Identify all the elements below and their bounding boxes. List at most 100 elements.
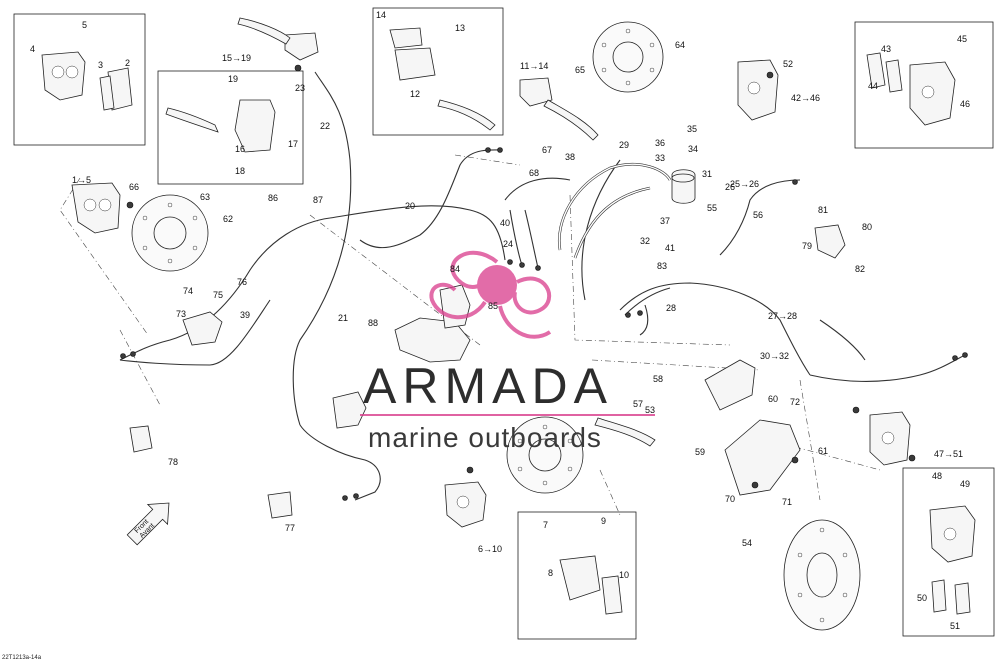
- callout-28: 28: [666, 303, 676, 313]
- callout-53: 53: [645, 405, 655, 415]
- callout-84: 84: [450, 264, 460, 274]
- bracket-73-left: [182, 311, 223, 346]
- components: [41, 17, 976, 615]
- callout-70: 70: [725, 494, 735, 504]
- callout-43: 43: [881, 44, 891, 54]
- callout-59: 59: [695, 447, 705, 457]
- callout-23: 23: [295, 83, 305, 93]
- reference-code: 22T1213a-14a: [2, 655, 42, 661]
- callout-40: 40: [500, 218, 510, 228]
- front-arrow-icon: [126, 502, 170, 546]
- callout-80: 80: [862, 222, 872, 232]
- callout-14: 14: [376, 10, 386, 20]
- callout-45: 45: [957, 34, 967, 44]
- callout-50: 50: [917, 593, 927, 603]
- callout-85: 85: [488, 301, 498, 311]
- callout-24: 24: [503, 239, 513, 249]
- disc-front-left: [131, 194, 209, 272]
- callout-81: 81: [818, 205, 828, 215]
- callout-29: 29: [619, 140, 629, 150]
- part-84: [439, 284, 471, 329]
- range-label-30-to-32: 30→32: [760, 351, 789, 361]
- callout-4: 4: [30, 44, 35, 54]
- lever-53: [594, 417, 656, 447]
- callout-16: 16: [235, 144, 245, 154]
- caliper-front-left: [71, 182, 121, 234]
- watermark: ARMADA marine outboards: [360, 250, 655, 453]
- caliper-detail-1: [41, 51, 86, 101]
- master-cylinder-detail: [234, 99, 276, 153]
- callout-60: 60: [768, 394, 778, 404]
- bracket-60-70: [724, 419, 801, 496]
- range-label-47-to-51: 47→51: [934, 449, 963, 459]
- bracket-73-center: [332, 391, 367, 429]
- callout-58: 58: [653, 374, 663, 384]
- callout-63: 63: [200, 192, 210, 202]
- front-arrow: Front Avant: [126, 502, 170, 546]
- disc-front-right: [506, 416, 584, 494]
- callout-61: 61: [818, 446, 828, 456]
- watermark-tagline: marine outboards: [368, 422, 602, 453]
- callout-26: 26: [725, 182, 735, 192]
- callout-8: 8: [548, 568, 553, 578]
- callout-51: 51: [950, 621, 960, 631]
- callout-39: 39: [240, 310, 250, 320]
- callout-19: 19: [228, 74, 238, 84]
- callout-72: 72: [790, 397, 800, 407]
- callout-88: 88: [368, 318, 378, 328]
- callout-41: 41: [665, 243, 675, 253]
- callout-67: 67: [542, 145, 552, 155]
- range-label-6-to-10: 6→10: [478, 544, 502, 554]
- callout-5: 5: [82, 20, 87, 30]
- detail-box-reservoir-master: [372, 7, 504, 136]
- callout-62: 62: [223, 214, 233, 224]
- detail-box-front-caliper: [13, 13, 146, 146]
- callout-46: 46: [960, 99, 970, 109]
- caliper-detail-6-10: [559, 555, 601, 601]
- bracket-79: [814, 224, 846, 259]
- callout-65: 65: [575, 65, 585, 75]
- callout-86: 86: [268, 193, 278, 203]
- callout-9: 9: [601, 516, 606, 526]
- callout-10: 10: [619, 570, 629, 580]
- heat-shield-88: [394, 317, 471, 363]
- range-label-11-to-14: 11→14: [520, 61, 548, 71]
- detail-box-rear-caliper-lower: [902, 467, 995, 637]
- callout-54: 54: [742, 538, 752, 548]
- callout-82: 82: [855, 264, 865, 274]
- master-cylinder-left: [284, 32, 319, 61]
- callout-64: 64: [675, 40, 685, 50]
- callout-79: 79: [802, 241, 812, 251]
- callout-71: 71: [782, 497, 792, 507]
- callout-55: 55: [707, 203, 717, 213]
- callout-66: 66: [129, 182, 139, 192]
- range-label-27-to-28: 27→28: [768, 311, 797, 321]
- callout-68: 68: [529, 168, 539, 178]
- callout-56: 56: [753, 210, 763, 220]
- callout-52: 52: [783, 59, 793, 69]
- detail-box-front-caliper-lower: [517, 511, 637, 640]
- callout-34: 34: [688, 144, 698, 154]
- callout-36: 36: [655, 138, 665, 148]
- watermark-logo-icon: [429, 250, 552, 339]
- callout-31: 31: [702, 169, 712, 179]
- range-label-1-to-5: 1→5: [72, 175, 91, 185]
- disc-rear-top: [592, 21, 664, 93]
- callout-22: 22: [320, 121, 330, 131]
- callout-35: 35: [687, 124, 697, 134]
- block-78: [129, 425, 153, 453]
- detail-box-rear-caliper-upper: [854, 21, 994, 149]
- range-label-15-to-19: 15→19: [222, 53, 251, 63]
- callout-78: 78: [168, 457, 178, 467]
- block-77: [267, 491, 293, 519]
- callout-12: 12: [410, 89, 420, 99]
- callout-49: 49: [960, 479, 970, 489]
- callout-74: 74: [183, 286, 193, 296]
- callout-73: 73: [176, 309, 186, 319]
- callout-77: 77: [285, 523, 295, 533]
- callout-87: 87: [313, 195, 323, 205]
- callout-21: 21: [338, 313, 348, 323]
- callout-48: 48: [932, 471, 942, 481]
